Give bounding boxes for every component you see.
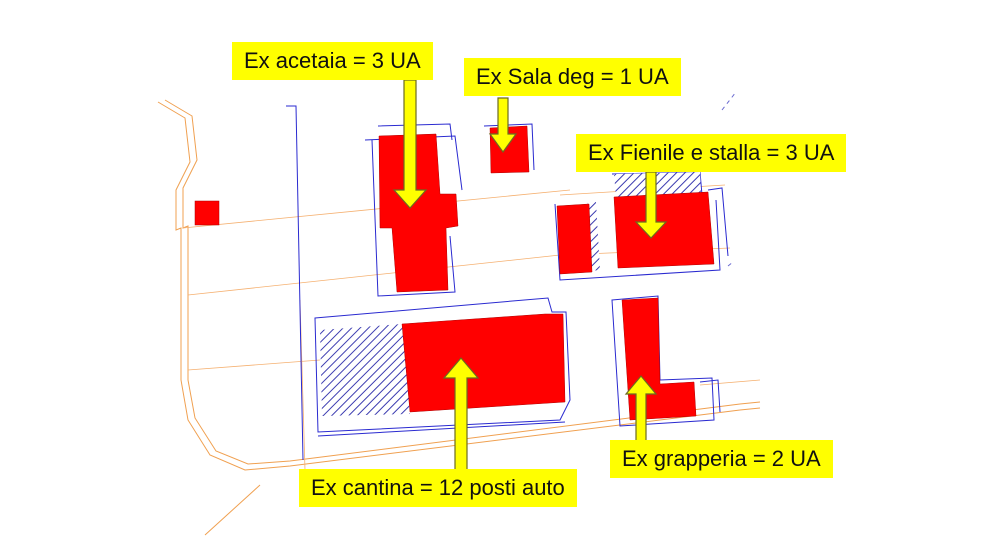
fienile-arrow: [634, 171, 668, 239]
acetaia-building: [378, 133, 459, 293]
cantina-building: [401, 313, 566, 413]
hatched-areas: [320, 172, 701, 416]
grapperia-building: [621, 297, 697, 421]
sala-deg-arrow: [488, 97, 518, 154]
sala-deg-building: [489, 125, 530, 174]
acetaia-label: Ex acetaia = 3 UA: [232, 42, 433, 80]
lot-boundaries: [286, 105, 729, 461]
arrows: [392, 79, 668, 471]
fienile-label: Ex Fienile e stalla = 3 UA: [576, 134, 847, 172]
cantina-hatched-area: [320, 324, 410, 416]
cantina-arrow: [442, 357, 480, 471]
small-building: [194, 200, 220, 226]
dashed-marks: [721, 91, 737, 267]
fienile-building-main: [613, 191, 715, 269]
cantina-label: Ex cantina = 12 posti auto: [299, 469, 577, 507]
road-lines: [157, 99, 761, 536]
fienile-hatched-top: [614, 172, 701, 197]
fienile-building-left: [556, 203, 593, 275]
acetaia-arrow: [392, 79, 428, 209]
grapperia-label: Ex grapperia = 2 UA: [610, 440, 833, 478]
grapperia-arrow: [624, 375, 658, 443]
sala-deg-label: Ex Sala deg = 1 UA: [464, 58, 681, 96]
